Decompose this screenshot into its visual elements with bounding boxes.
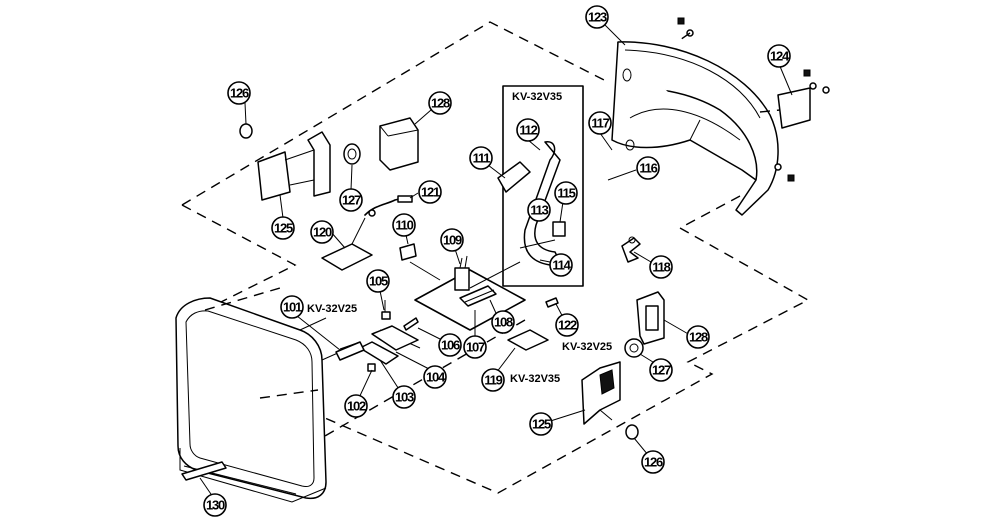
callout-130: 130 (203, 493, 227, 517)
callout-126-number: 126 (230, 86, 249, 101)
callout-118: 118 (649, 255, 673, 279)
callout-115-number: 115 (557, 186, 575, 201)
callout-119: 119 (481, 368, 505, 392)
model-labels: KV-32V35 KV-32V25 KV-32V25 KV-32V35 (307, 91, 612, 385)
wiring-and-boards (321, 195, 441, 281)
callout-125-number: 125 (274, 221, 293, 236)
callout-109-number: 109 (443, 233, 462, 248)
callout-114-number: 114 (552, 258, 571, 273)
model-label-kv32v35-bottom: KV-32V35 (510, 373, 560, 385)
callout-119-number: 119 (484, 373, 502, 388)
callout-120-number: 120 (313, 225, 332, 240)
callout-127: 127 (649, 358, 673, 382)
callout-112: 112 (516, 118, 540, 142)
callout-111: 111 (469, 146, 493, 170)
callout-122-number: 122 (558, 318, 577, 333)
callout-106: 106 (438, 333, 462, 357)
callout-108-number: 108 (494, 315, 513, 330)
callout-123-number: 123 (588, 10, 607, 25)
small-parts-right (507, 236, 641, 351)
callout-126: 126 (641, 450, 665, 474)
tv-front-cabinet (175, 287, 376, 503)
callout-106-number: 106 (441, 338, 460, 353)
callout-120: 120 (310, 220, 334, 244)
left-corner-parts (239, 117, 419, 201)
main-board-parts (359, 255, 526, 365)
callout-101-number: 101 (283, 300, 302, 315)
callout-103-number: 103 (395, 390, 414, 405)
callout-124: 124 (767, 44, 791, 68)
callout-114: 114 (549, 253, 573, 277)
callout-116: 116 (636, 156, 660, 180)
callout-107-number: 107 (466, 340, 485, 355)
callout-110: 110 (392, 213, 416, 237)
callout-125-number-lower: 125 (532, 417, 551, 432)
callout-103: 103 (392, 385, 416, 409)
callout-104: 104 (423, 365, 447, 389)
callout-127-number-lower: 127 (652, 363, 671, 378)
rear-cover-part (611, 41, 779, 216)
callout-109: 109 (440, 228, 464, 252)
callout-117-number: 117 (591, 116, 609, 131)
callout-121-number: 121 (421, 185, 440, 200)
callout-110-number: 110 (395, 218, 413, 233)
callout-128-number: 128 (431, 96, 450, 111)
callout-115: 115 (554, 181, 578, 205)
callout-130-number: 130 (206, 498, 225, 513)
callout-102: 102 (344, 394, 368, 418)
callout-105: 105 (366, 269, 390, 293)
callout-124-number: 124 (770, 49, 790, 64)
callout-116-number: 116 (639, 161, 657, 176)
callout-104-number: 104 (426, 370, 446, 385)
callout-125: 125 (271, 216, 295, 240)
callout-111-number: 111 (473, 151, 491, 166)
model-label-kv32v25-right: KV-32V25 (562, 341, 612, 353)
callout-101: 101 (280, 295, 304, 319)
callout-105-number: 105 (369, 274, 388, 289)
callout-108: 108 (491, 310, 515, 334)
callout-117: 117 (588, 111, 612, 135)
callout-125: 125 (529, 412, 553, 436)
model-label-kv32v25-left: KV-32V25 (307, 303, 357, 315)
callout-113-number: 113 (530, 203, 548, 218)
callout-123: 123 (585, 5, 609, 29)
callout-128: 128 (686, 325, 710, 349)
callout-128-number-lower: 128 (689, 330, 708, 345)
callout-127: 127 (339, 188, 363, 212)
callout-127-number: 127 (342, 193, 361, 208)
callout-112-number: 112 (519, 123, 537, 138)
callout-122: 122 (555, 313, 579, 337)
callout-113: 113 (527, 198, 551, 222)
callout-118-number: 118 (652, 260, 670, 275)
callout-126-number-lower: 126 (644, 455, 663, 470)
callout-128: 128 (428, 91, 452, 115)
callout-107: 107 (463, 335, 487, 359)
callout-126: 126 (227, 81, 251, 105)
dashed-floor-outline (181, 21, 810, 494)
callout-121: 121 (418, 180, 442, 204)
model-label-kv32v35-top: KV-32V35 (512, 91, 562, 103)
callout-102-number: 102 (347, 399, 366, 414)
bracket-part (677, 17, 830, 182)
right-lower-parts (581, 291, 665, 440)
